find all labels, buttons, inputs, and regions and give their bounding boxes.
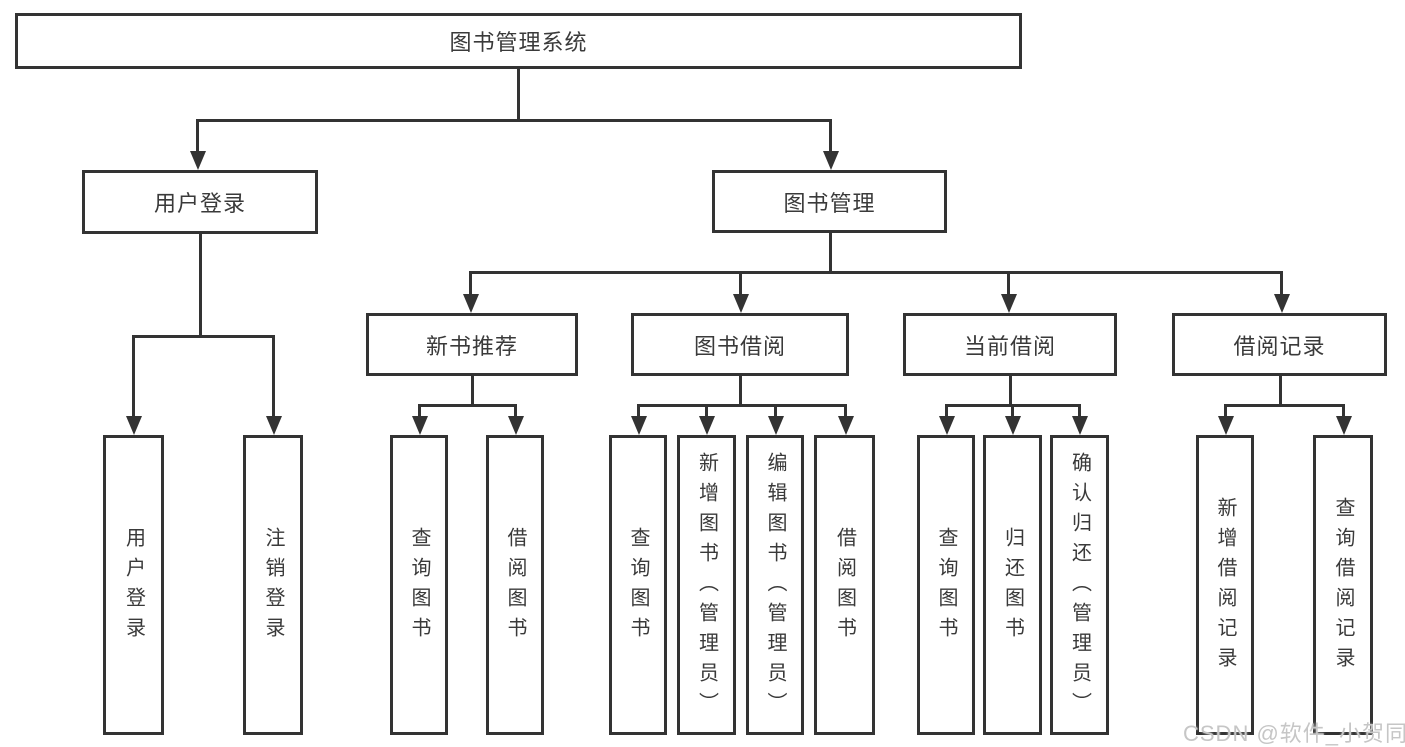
- arrow-down-icon: [463, 294, 479, 313]
- node-leaf-logout: 注销登录: [243, 435, 303, 735]
- arrow-down-icon: [631, 416, 647, 435]
- node-root-library-system: 图书管理系统: [15, 13, 1022, 69]
- connector-line: [132, 335, 135, 419]
- connector-line: [739, 271, 742, 297]
- connector-line: [637, 404, 640, 419]
- node-leaf-add-books-admin: 新增图书（管理员）: [677, 435, 736, 735]
- connector-line: [418, 404, 421, 419]
- connector-line: [196, 119, 199, 154]
- connector-line: [1007, 271, 1010, 297]
- node-current-borrowing: 当前借阅: [903, 313, 1117, 376]
- arrow-down-icon: [1001, 294, 1017, 313]
- connector-line: [469, 271, 1282, 274]
- arrow-down-icon: [699, 416, 715, 435]
- connector-line: [1279, 376, 1282, 407]
- arrow-down-icon: [190, 151, 206, 170]
- csdn-watermark: CSDN @软件_小贺同学: [1183, 721, 1405, 746]
- arrow-down-icon: [838, 416, 854, 435]
- node-leaf-query-books-current: 查询图书: [917, 435, 975, 735]
- node-new-book-recommend: 新书推荐: [366, 313, 578, 376]
- arrow-down-icon: [939, 416, 955, 435]
- node-leaf-add-borrow-record: 新增借阅记录: [1196, 435, 1254, 735]
- connector-line: [471, 376, 474, 407]
- arrow-down-icon: [1274, 294, 1290, 313]
- node-leaf-query-books-borrow: 查询图书: [609, 435, 667, 735]
- connector-line: [1078, 404, 1081, 419]
- connector-line: [1224, 404, 1227, 419]
- connector-line: [132, 335, 275, 338]
- connector-line: [1224, 404, 1344, 407]
- node-leaf-return-books: 归还图书: [983, 435, 1042, 735]
- node-leaf-query-borrow-record: 查询借阅记录: [1313, 435, 1373, 735]
- node-leaf-edit-books-admin: 编辑图书（管理员）: [746, 435, 804, 735]
- connector-line: [637, 404, 847, 407]
- connector-line: [829, 119, 832, 154]
- connector-line: [1342, 404, 1345, 419]
- arrow-down-icon: [768, 416, 784, 435]
- connector-line: [844, 404, 847, 419]
- arrow-down-icon: [1336, 416, 1352, 435]
- arrow-down-icon: [412, 416, 428, 435]
- connector-line: [199, 234, 202, 335]
- node-leaf-user-login: 用户登录: [103, 435, 164, 735]
- arrow-down-icon: [733, 294, 749, 313]
- node-leaf-query-books-rec: 查询图书: [390, 435, 448, 735]
- connector-line: [469, 271, 472, 297]
- arrow-down-icon: [266, 416, 282, 435]
- arrow-down-icon: [1072, 416, 1088, 435]
- connector-line: [272, 335, 275, 419]
- node-user-login: 用户登录: [82, 170, 318, 234]
- connector-line: [945, 404, 948, 419]
- connector-line: [1009, 376, 1012, 407]
- connector-line: [517, 69, 520, 122]
- connector-line: [829, 233, 832, 274]
- arrow-down-icon: [508, 416, 524, 435]
- arrow-down-icon: [1005, 416, 1021, 435]
- connector-line: [1280, 271, 1283, 297]
- node-book-borrowing: 图书借阅: [631, 313, 849, 376]
- node-leaf-borrow-books-rec: 借阅图书: [486, 435, 544, 735]
- connector-line: [418, 404, 517, 407]
- node-borrowing-records: 借阅记录: [1172, 313, 1387, 376]
- connector-line: [739, 376, 742, 407]
- connector-line: [514, 404, 517, 419]
- connector-line: [774, 404, 777, 419]
- node-leaf-borrow-books: 借阅图书: [814, 435, 875, 735]
- connector-line: [705, 404, 708, 419]
- arrow-down-icon: [126, 416, 142, 435]
- arrow-down-icon: [823, 151, 839, 170]
- node-leaf-confirm-return-admin: 确认归还（管理员）: [1050, 435, 1109, 735]
- arrow-down-icon: [1218, 416, 1234, 435]
- connector-line: [1011, 404, 1014, 419]
- node-book-management: 图书管理: [712, 170, 947, 233]
- connector-line: [196, 119, 832, 122]
